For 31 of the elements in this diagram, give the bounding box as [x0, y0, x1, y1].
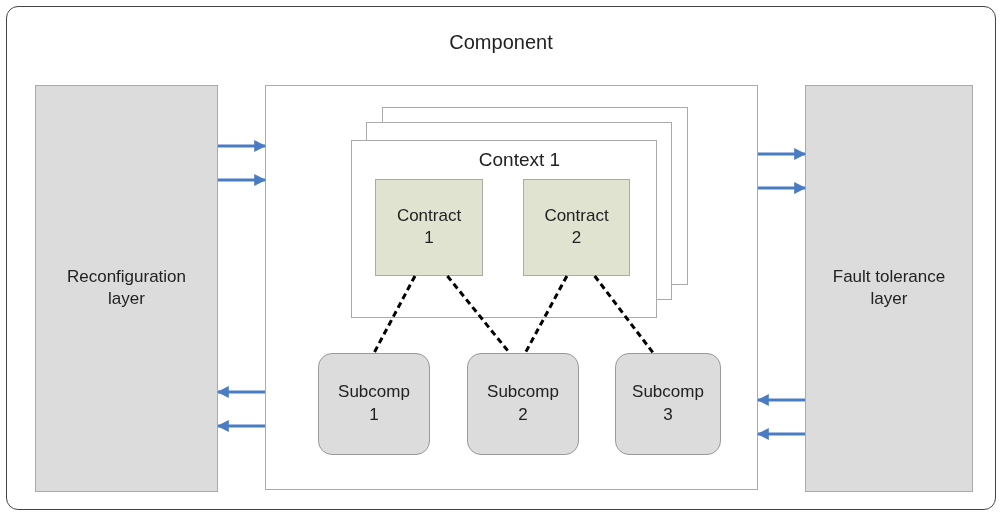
layer-label: Fault tolerance layer [831, 265, 947, 311]
subcomponent-box [318, 353, 430, 455]
contract-label: Contract 1 [395, 204, 463, 250]
dashed-connector [593, 275, 655, 354]
frame-title: Component [448, 30, 554, 55]
subcomponent-box [615, 353, 721, 455]
contract-label: Contract 2 [543, 204, 610, 250]
layer-panel [805, 85, 973, 492]
subcomponent-label: Subcomp 3 [631, 381, 705, 426]
dashed-connector [523, 275, 569, 354]
component-body-box [265, 85, 758, 490]
context-title: Context 1 [477, 148, 562, 172]
dashed-connector [446, 275, 511, 354]
arrow [216, 386, 265, 398]
arrow [218, 140, 267, 152]
arrow [758, 148, 807, 160]
contract-box [375, 179, 483, 276]
arrow [218, 174, 267, 186]
context-card-stack [351, 107, 688, 318]
layer-panel [35, 85, 218, 492]
subcomponent-box [467, 353, 579, 455]
contract-box [523, 179, 630, 276]
subcomponent-label: Subcomp 2 [486, 381, 560, 426]
dashed-connector [372, 275, 417, 354]
arrow [756, 428, 805, 440]
subcomponent-label: Subcomp 1 [337, 381, 411, 426]
arrow [758, 182, 807, 194]
layer-label: Reconfiguration layer [65, 265, 188, 311]
component-frame [6, 6, 996, 510]
arrow [756, 394, 805, 406]
arrow [216, 420, 265, 432]
